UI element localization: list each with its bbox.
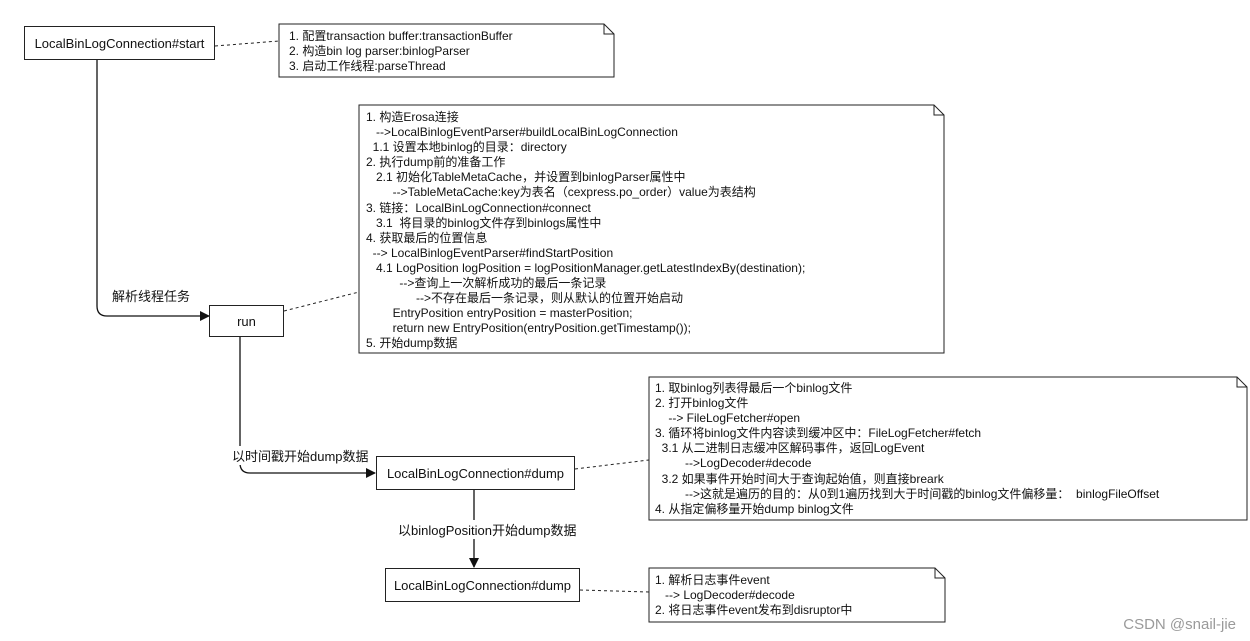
run-note-text: 1. 构造Erosa连接 -->LocalBinlogEventParser#b… — [366, 110, 805, 352]
start-note-shape — [278, 23, 615, 78]
note-line: 2. 打开binlog文件 — [655, 396, 749, 411]
note-line: return new EntryPosition(entryPosition.g… — [366, 321, 692, 336]
note-line: -->LogDecoder#decode — [655, 456, 812, 471]
edge-label-dump1-to-dump2: 以binlogPosition开始dump数据 — [398, 520, 577, 539]
note-line: 4.1 LogPosition logPosition = logPositio… — [366, 260, 806, 275]
note-line: -->LocalBinlogEventParser#buildLocalBinL… — [366, 125, 678, 140]
note-line: 2. 执行dump前的准备工作 — [366, 155, 506, 170]
note-line: 3.2 如果事件开始时间大于查询起始值，则直接breark — [655, 471, 944, 486]
start-node[interactable]: LocalBinLogConnection#start — [24, 26, 215, 60]
note-line: 3. 链接：LocalBinLogConnection#connect — [366, 200, 591, 215]
start-note-text: 1. 配置transaction buffer:transactionBuffe… — [289, 29, 513, 74]
start-note-connector — [214, 40, 280, 47]
run-node[interactable]: run — [209, 305, 284, 337]
note-line: 1. 构造Erosa连接 — [366, 110, 459, 124]
dump2-note-shape — [648, 567, 946, 623]
watermark: CSDN @snail-jie — [1123, 616, 1236, 633]
dump2-note-fold — [934, 568, 945, 579]
note-line: 1. 配置transaction buffer:transactionBuffe… — [289, 29, 513, 43]
note-line: 3.1 将目录的binlog文件存到binlogs属性中 — [366, 215, 602, 230]
note-line: -->查询上一次解析成功的最后一条记录 — [366, 276, 607, 291]
note-line: 3. 循环将binlog文件内容读到缓冲区中：FileLogFetcher#fe… — [655, 426, 982, 441]
note-line: -->TableMetaCache:key为表名（cexpress.po_ord… — [366, 185, 756, 200]
dump1-node[interactable]: LocalBinLogConnection#dump — [376, 456, 575, 490]
note-line: 2. 构造bin log parser:binlogParser — [289, 44, 470, 59]
dump2-node[interactable]: LocalBinLogConnection#dump — [385, 568, 580, 602]
note-line: EntryPosition entryPosition = masterPosi… — [366, 306, 633, 321]
run-note-connector — [283, 291, 360, 312]
note-line: 1.1 设置本地binlog的目录：directory — [366, 140, 567, 155]
note-line: --> FileLogFetcher#open — [655, 411, 801, 426]
note-line: -->这就是遍历的目的：从0到1遍历找到大于时间戳的binlog文件偏移量： b… — [655, 486, 1160, 501]
edge-label-run-to-dump1: 以时间戳开始dump数据 — [232, 446, 369, 465]
run-note-fold — [933, 105, 944, 116]
note-line: 5. 开始dump数据 — [366, 336, 458, 351]
dump2-note-connector — [579, 589, 650, 593]
note-line: 2.1 初始化TableMetaCache，并设置到binlogParser属性… — [366, 170, 686, 185]
note-line: --> LogDecoder#decode — [655, 588, 795, 603]
note-line: 2. 将日志事件event发布到disruptor中 — [655, 603, 853, 618]
dump1-note-fold — [1236, 377, 1247, 388]
edge-start-to-run — [96, 60, 210, 321]
note-line: 1. 取binlog列表得最后一个binlog文件 — [655, 381, 853, 395]
start-note-fold — [603, 24, 614, 35]
note-line: 1. 解析日志事件event — [655, 573, 770, 587]
note-line: 4. 从指定偏移量开始dump binlog文件 — [655, 501, 854, 516]
note-line: -->不存在最后一条记录，则从默认的位置开始启动 — [366, 291, 684, 306]
note-line: 4. 获取最后的位置信息 — [366, 230, 488, 245]
note-line: --> LocalBinlogEventParser#findStartPosi… — [366, 245, 614, 260]
note-line: 3.1 从二进制日志缓冲区解码事件，返回LogEvent — [655, 441, 925, 456]
dump1-note-shape — [648, 376, 1248, 521]
dump1-note-connector — [574, 459, 650, 470]
run-note-shape — [358, 104, 945, 354]
note-line: 3. 启动工作线程:parseThread — [289, 59, 446, 74]
edge-label-start-to-run: 解析线程任务 — [112, 286, 191, 305]
